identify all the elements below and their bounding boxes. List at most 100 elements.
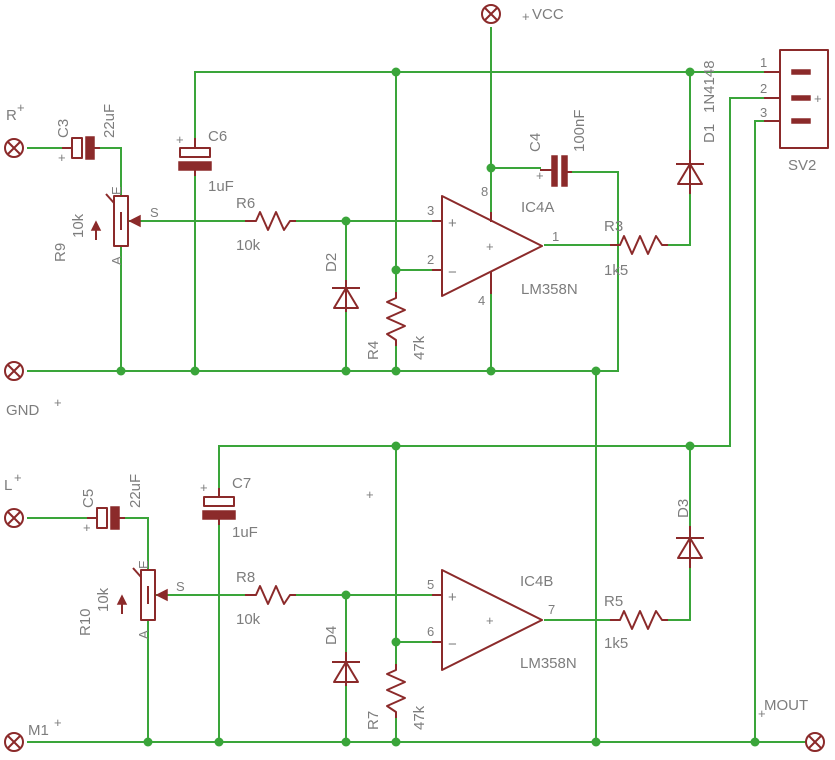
port-m1[interactable]: M1 + xyxy=(4,715,62,752)
diode-d2[interactable]: D2 xyxy=(323,253,360,312)
sv2-pin-1: 1 xyxy=(760,55,767,70)
c5-name: C5 xyxy=(80,489,97,508)
capacitor-c3[interactable]: + C3 22uF xyxy=(55,104,118,165)
terminal-x-icon xyxy=(4,508,24,528)
d4-name: D4 xyxy=(323,626,340,645)
r9-name: R9 xyxy=(52,243,69,262)
r10-value: 10k xyxy=(95,587,112,612)
port-r[interactable]: R + xyxy=(4,100,25,158)
c7-value: 1uF xyxy=(232,524,258,541)
r5-value: 1k5 xyxy=(604,635,628,652)
ic4b-value: LM358N xyxy=(520,655,577,672)
junctions xyxy=(116,67,760,747)
capacitor-c7[interactable]: + C7 1uF xyxy=(200,475,258,541)
c5-value: 22uF xyxy=(127,474,144,508)
polarity-plus: + xyxy=(200,480,208,495)
c7-name: C7 xyxy=(232,475,251,492)
r10-pin-s: S xyxy=(176,579,185,594)
polarity-plus: + xyxy=(83,520,91,535)
r9-pin-a: A xyxy=(109,256,124,265)
opamp-ic4a[interactable]: + − + 3 2 1 8 4 IC4A LM358N xyxy=(427,184,578,308)
cross-marker: + xyxy=(814,91,822,106)
opamp-plus-input: + xyxy=(448,589,457,606)
r6-name: R6 xyxy=(236,195,255,212)
port-r-label: R xyxy=(6,107,17,124)
cross-marker: + xyxy=(17,100,25,115)
ic4a-pin-3: 3 xyxy=(427,203,434,218)
d2-name: D2 xyxy=(323,253,340,272)
r8-name: R8 xyxy=(236,569,255,586)
resistor-r5[interactable]: R5 1k5 xyxy=(604,593,668,652)
ic4a-pin-8: 8 xyxy=(481,184,488,199)
polarity-plus: + xyxy=(58,150,66,165)
diode-d1[interactable]: D1 1N4148 xyxy=(676,60,718,194)
d1-name: D1 xyxy=(701,124,718,143)
potentiometer-r9[interactable]: R9 10k E A S xyxy=(52,186,159,265)
opamp-minus-input: − xyxy=(448,264,457,281)
polarity-plus: + xyxy=(176,132,184,147)
port-l[interactable]: L + xyxy=(4,470,24,528)
connector-sv2[interactable]: + 1 2 3 SV2 xyxy=(760,49,829,174)
capacitor-c6[interactable]: + C6 1uF xyxy=(176,128,234,195)
r9-pin-e: E xyxy=(109,186,124,195)
port-gnd[interactable]: GND + xyxy=(4,361,62,419)
r7-value: 47k xyxy=(411,705,428,730)
port-l-label: L xyxy=(4,477,12,494)
port-vcc[interactable]: + VCC xyxy=(481,4,564,24)
opamp-ic4b[interactable]: + − + 5 6 7 IC4B LM358N xyxy=(427,569,577,672)
c4-name: C4 xyxy=(527,133,544,152)
resistor-r3[interactable]: R3 1k5 xyxy=(604,218,668,279)
sv2-pin-2: 2 xyxy=(760,81,767,96)
r10-name: R10 xyxy=(77,608,94,636)
r5-name: R5 xyxy=(604,593,623,610)
ic4b-pin-5: 5 xyxy=(427,577,434,592)
terminal-x-icon xyxy=(481,4,501,24)
ic4a-pin-4: 4 xyxy=(478,293,485,308)
resistor-r6[interactable]: R6 10k xyxy=(236,195,296,254)
capacitor-c4[interactable]: + C4 100nF xyxy=(527,109,588,187)
terminal-x-icon xyxy=(805,732,825,752)
d3-name: D3 xyxy=(675,499,692,518)
potentiometer-r10[interactable]: R10 10k E A S xyxy=(77,560,185,639)
ic4a-pin-2: 2 xyxy=(427,252,434,267)
capacitor-c5[interactable]: + C5 22uF xyxy=(80,474,144,535)
opamp-minus-input: − xyxy=(448,636,457,653)
ic4b-pin-6: 6 xyxy=(427,624,434,639)
c6-value: 1uF xyxy=(208,178,234,195)
cross-marker: + xyxy=(54,715,62,730)
r3-value: 1k5 xyxy=(604,262,628,279)
port-gnd-label: GND xyxy=(6,402,40,419)
r3-name: R3 xyxy=(604,218,623,235)
port-mout-label: MOUT xyxy=(764,697,808,714)
terminal-x-icon xyxy=(4,138,24,158)
r6-value: 10k xyxy=(236,237,261,254)
resistor-r7[interactable]: R7 47k xyxy=(365,664,428,730)
port-mout[interactable]: + MOUT xyxy=(758,697,825,752)
c6-name: C6 xyxy=(208,128,227,145)
r8-value: 10k xyxy=(236,611,261,628)
cross-marker: + xyxy=(54,395,62,410)
cross-marker: + xyxy=(758,706,766,721)
cross-marker: + xyxy=(14,470,22,485)
ic4b-pin-7: 7 xyxy=(548,602,555,617)
ic4b-name: IC4B xyxy=(520,573,553,590)
cursor-crosshair-icon: + xyxy=(366,487,374,502)
opamp-plus-input: + xyxy=(448,215,457,232)
r7-name: R7 xyxy=(365,711,382,730)
ic4a-name: IC4A xyxy=(521,199,554,216)
resistor-r8[interactable]: R8 10k xyxy=(236,569,296,628)
ic4a-pin-1: 1 xyxy=(552,229,559,244)
diode-d4[interactable]: D4 xyxy=(323,626,360,686)
diode-d3[interactable]: D3 xyxy=(675,499,704,568)
c3-value: 22uF xyxy=(101,104,118,138)
r9-pin-s: S xyxy=(150,205,159,220)
c3-name: C3 xyxy=(55,119,72,138)
opamp-center-mark: + xyxy=(486,239,494,254)
r4-name: R4 xyxy=(365,341,382,360)
opamp-center-mark: + xyxy=(486,613,494,628)
sv2-name: SV2 xyxy=(788,157,816,174)
wires xyxy=(27,27,806,743)
r10-pin-e: E xyxy=(136,560,151,569)
resistor-r4[interactable]: R4 47k xyxy=(365,292,428,360)
